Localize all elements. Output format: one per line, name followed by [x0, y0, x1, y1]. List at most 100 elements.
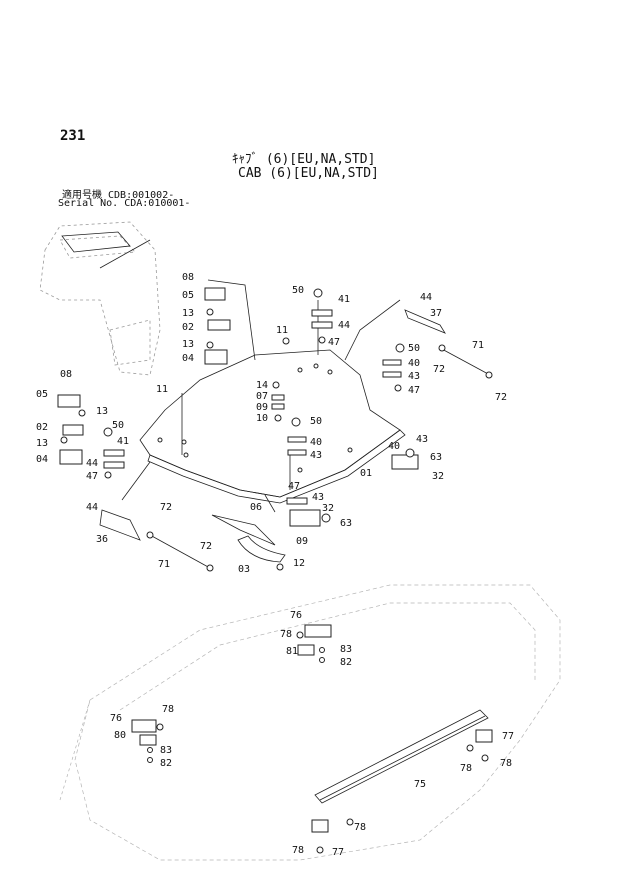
roof-plate — [139, 349, 406, 504]
callout-label: 08 — [60, 369, 72, 380]
bolt-63 — [321, 513, 331, 523]
callout-label: 78 — [292, 845, 304, 856]
callout-label: 47 — [288, 481, 300, 492]
callout-label: 43 — [416, 434, 428, 445]
latch-04 — [204, 349, 228, 365]
nut-78 — [481, 754, 489, 762]
page-number: 231 — [60, 128, 86, 144]
callout-label: 12 — [293, 558, 305, 569]
callout-label: 14 — [256, 380, 268, 391]
washer-83 — [147, 747, 153, 753]
callout-label: 37 — [430, 308, 442, 319]
callout-label: 71 — [158, 559, 170, 570]
nut-82 — [147, 757, 153, 763]
callout-label: 72 — [160, 502, 172, 513]
callout-label: 13 — [182, 308, 194, 319]
bracket-06 — [211, 514, 276, 546]
callout-label: 05 — [36, 389, 48, 400]
nut-78 — [316, 846, 324, 854]
callout-label: 13 — [36, 438, 48, 449]
washer-83 — [319, 647, 325, 653]
gas-strut-71 — [149, 534, 211, 569]
grommet-11 — [282, 337, 290, 345]
bolt-50 — [291, 417, 301, 427]
callout-label: 82 — [340, 657, 352, 668]
callout-label: 78 — [500, 758, 512, 769]
callout-label: 43 — [312, 492, 324, 503]
rail-75 — [314, 709, 489, 804]
callout-label: 76 — [110, 713, 122, 724]
callout-label: 09 — [256, 402, 268, 413]
washer-40 — [287, 436, 307, 443]
cab-roof-outline — [59, 584, 561, 861]
washer-43 — [286, 497, 308, 505]
callout-label: 47 — [328, 337, 340, 348]
callout-label: 11 — [276, 325, 288, 336]
bolt-13 — [206, 341, 214, 349]
callout-label: 80 — [114, 730, 126, 741]
bracket-81 — [297, 644, 315, 656]
callout-label: 72 — [495, 392, 507, 403]
plate-02 — [62, 424, 84, 436]
bolt-78 — [156, 723, 164, 731]
callout-label: 09 — [296, 536, 308, 547]
callout-label: 03 — [238, 564, 250, 575]
callout-label: 50 — [292, 285, 304, 296]
callout-label: 63 — [430, 452, 442, 463]
bracket-77 — [311, 819, 329, 833]
plate-44 — [311, 321, 333, 329]
bolt-50 — [103, 427, 113, 437]
bolt-13 — [206, 308, 214, 316]
nut-47 — [104, 471, 112, 479]
callout-label: 50 — [310, 416, 322, 427]
callout-label: 78 — [162, 704, 174, 715]
callout-label: 50 — [408, 343, 420, 354]
callout-label: 11 — [156, 384, 168, 395]
bracket-37 — [404, 309, 446, 334]
washer-40 — [382, 359, 402, 366]
bracket-77 — [475, 729, 493, 743]
handle-03 — [237, 535, 286, 563]
hinge-32 — [289, 509, 321, 527]
callout-label: 13 — [96, 406, 108, 417]
callout-label: 76 — [290, 610, 302, 621]
callout-label: 72 — [200, 541, 212, 552]
callout-label: 13 — [182, 339, 194, 350]
callout-label: 02 — [36, 422, 48, 433]
bracket-36 — [99, 509, 141, 541]
cab-reference-thumbnail — [39, 221, 161, 376]
serial-range-english: Serial No. CDA:010001- — [58, 198, 191, 209]
plate-02 — [207, 319, 231, 331]
bolt-50 — [313, 288, 323, 298]
nut-47 — [394, 384, 402, 392]
bolt-13 — [60, 436, 68, 444]
callout-label: 04 — [182, 353, 194, 364]
callout-label: 72 — [433, 364, 445, 375]
callout-label: 82 — [160, 758, 172, 769]
callout-label: 83 — [160, 745, 172, 756]
latch-04 — [59, 449, 83, 465]
callout-label: 83 — [340, 644, 352, 655]
nut-10 — [274, 414, 282, 422]
callout-label: 40 — [388, 441, 400, 452]
callout-label: 75 — [414, 779, 426, 790]
hinge-76 — [131, 719, 157, 733]
callout-label: 43 — [310, 450, 322, 461]
bolt-13 — [78, 409, 86, 417]
callout-label: 77 — [502, 731, 514, 742]
bolt-50 — [395, 343, 405, 353]
callout-label: 05 — [182, 290, 194, 301]
callout-label: 81 — [286, 646, 298, 657]
callout-label: 06 — [250, 502, 262, 513]
washer-43 — [382, 371, 402, 378]
callout-labels: 08 05 13 02 13 04 50 41 44 47 11 44 37 7… — [36, 272, 514, 858]
callout-label: 36 — [96, 534, 108, 545]
hinge-76 — [304, 624, 332, 638]
bracket-05 — [204, 287, 226, 301]
callout-label: 08 — [182, 272, 194, 283]
callout-label: 44 — [420, 292, 432, 303]
callout-label: 41 — [338, 294, 350, 305]
callout-label: 78 — [354, 822, 366, 833]
bolt-78 — [466, 744, 474, 752]
